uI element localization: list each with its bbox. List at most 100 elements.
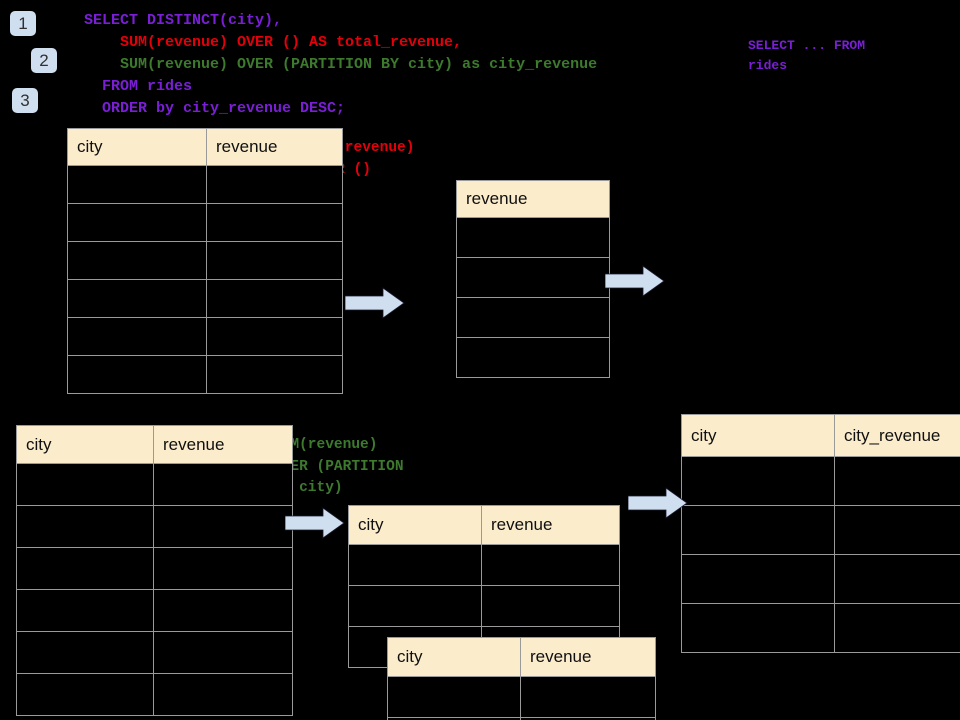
table-row [456,337,610,378]
sql-line-total-revenue: SUM(revenue) OVER () AS total_revenue, [84,34,463,51]
cell-revenue [153,673,293,716]
arrow-partition-to-result-icon [628,487,688,519]
table-header-row: city revenue [16,425,293,464]
column-header-city-revenue: city_revenue [834,414,960,457]
cell-city [681,603,835,653]
table-row [681,554,960,604]
table-row [67,355,343,394]
cell-revenue [153,505,293,548]
column-header-revenue: revenue [481,505,620,545]
table-row [387,717,656,720]
cell-city-revenue [834,603,960,653]
table-row [456,217,610,258]
step-badge-1: 1 [10,11,36,36]
table-row [681,603,960,653]
cell-city [67,203,207,242]
cell-city [16,463,154,506]
cell-city-revenue [834,456,960,506]
sql-side-note: SELECT ... FROM rides [748,38,866,73]
column-header-city: city [681,414,835,457]
cell-city [348,585,482,627]
cell-revenue [206,165,343,204]
cell-city [16,673,154,716]
table-row [67,165,343,204]
arrow-source-to-total-icon [345,287,405,319]
cell-city [681,505,835,555]
cell-revenue [206,317,343,356]
cell-revenue [206,279,343,318]
cell-city [16,547,154,590]
cell-revenue [456,217,610,258]
sql-line-city-revenue: SUM(revenue) OVER (PARTITION BY city) as… [84,56,598,73]
column-header-city: city [387,637,521,677]
sql-line-order-by: ORDER by city_revenue DESC; [84,100,346,117]
table-row [456,297,610,338]
cell-city [67,165,207,204]
cell-revenue [456,257,610,298]
cell-city [67,279,207,318]
partition-table-a: city revenue [348,505,620,668]
table-row [67,279,343,318]
cell-revenue [153,463,293,506]
table-row [67,203,343,242]
result-table: city city_revenue [681,414,960,653]
cell-revenue [153,589,293,632]
rides-source-table-top: city revenue [67,128,343,394]
cell-revenue [206,241,343,280]
cell-revenue [520,676,656,718]
step-badge-2: 2 [31,48,57,73]
sql-line-from: FROM rides [84,78,193,95]
table-row [67,317,343,356]
cell-revenue [456,337,610,378]
cell-revenue [481,544,620,586]
table-header-row: city revenue [387,637,656,677]
cell-city [16,631,154,674]
cell-city [348,544,482,586]
table-row [16,673,293,716]
column-header-revenue: revenue [520,637,656,677]
rides-source-table-bottom: city revenue [16,425,293,716]
cell-city-revenue [834,505,960,555]
table-header-row: city revenue [67,128,343,166]
table-row [67,241,343,280]
table-header-row: revenue [456,180,610,218]
cell-revenue [456,297,610,338]
table-row [681,456,960,506]
cell-city [67,241,207,280]
table-header-row: city revenue [348,505,620,545]
cell-city [387,676,521,718]
column-header-city: city [67,128,207,166]
cell-city [681,554,835,604]
column-header-city: city [16,425,154,464]
table-header-row: city city_revenue [681,414,960,457]
partition-table-b: city revenue [387,637,656,720]
arrow-source-to-partition-icon [285,507,345,539]
cell-revenue [153,547,293,590]
column-header-city: city [348,505,482,545]
cell-revenue [206,355,343,394]
column-header-revenue: revenue [206,128,343,166]
table-row [681,505,960,555]
arrow-total-to-result-icon [605,265,665,297]
cell-city [16,589,154,632]
cell-city [681,456,835,506]
table-row [16,589,293,632]
table-row [348,585,620,627]
cell-city [67,317,207,356]
sql-line-select: SELECT DISTINCT(city), [84,12,283,29]
table-row [387,676,656,718]
table-row [16,505,293,548]
column-header-revenue: revenue [153,425,293,464]
cell-revenue [206,203,343,242]
cell-city-revenue [834,554,960,604]
table-row [348,544,620,586]
table-row [16,631,293,674]
cell-revenue [153,631,293,674]
cell-city [16,505,154,548]
total-revenue-table: revenue [456,180,610,378]
table-row [456,257,610,298]
table-row [16,463,293,506]
cell-revenue [481,585,620,627]
table-row [16,547,293,590]
